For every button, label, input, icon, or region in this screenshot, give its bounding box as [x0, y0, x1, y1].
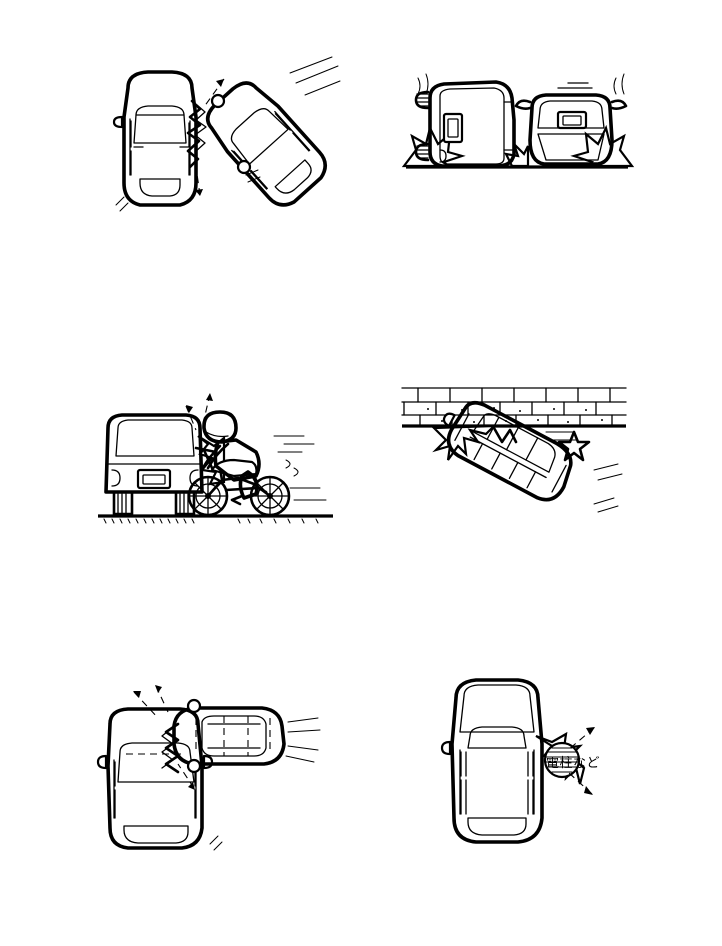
striking-car-overhead — [172, 698, 286, 774]
wheel — [174, 490, 196, 516]
mirror — [202, 754, 214, 770]
struck-car-overhead — [96, 707, 214, 850]
pole-arrow-upper — [567, 727, 595, 751]
panel-head-on-frontal-collision — [400, 62, 635, 187]
impact-crush-zone — [161, 722, 180, 774]
car-overhead — [440, 678, 544, 844]
motion-lines-secondary — [209, 835, 223, 851]
utility-pole — [543, 741, 581, 779]
panel-motorcycle-rear-ends-van — [98, 388, 333, 528]
ground-texture — [103, 518, 319, 524]
bumper-nub — [186, 698, 202, 714]
impact-burst — [431, 424, 497, 461]
motion-lines-secondary — [245, 169, 261, 183]
mirror — [440, 740, 452, 756]
right-car-front-view — [514, 82, 628, 166]
license-plate — [442, 112, 464, 144]
striking-car-overhead — [205, 81, 327, 207]
panel-oblique-front-corner-collision — [100, 55, 341, 240]
wheel — [112, 490, 134, 516]
mirror — [96, 754, 108, 770]
panel-car-into-brick-wall — [398, 380, 628, 530]
impact-arrow-upper — [203, 78, 225, 108]
impact-arrow-right — [201, 393, 213, 429]
impact-arrow-lower — [195, 166, 203, 196]
shake-lines-left — [417, 73, 429, 95]
bumper-nub — [236, 159, 252, 175]
panel-side-impact-t-bone — [96, 678, 323, 853]
pole-arrow-lower — [567, 771, 593, 795]
shake-lines-right — [613, 73, 625, 95]
bumper-nub — [210, 93, 226, 109]
wheel — [414, 142, 430, 162]
impact-arrow-left — [185, 405, 197, 431]
van-rear-view — [104, 413, 204, 516]
left-car-front-view — [414, 80, 516, 168]
motion-lines — [285, 717, 321, 763]
star-glyph — [557, 430, 591, 462]
impact-arrow-a — [133, 691, 159, 719]
impact-arrow-b — [155, 685, 169, 713]
impact-arrow-c — [177, 763, 195, 790]
motorcycle-rider — [202, 410, 261, 506]
struck-car-overhead — [112, 70, 198, 207]
bumper-nub — [186, 758, 202, 774]
brick-texture — [427, 407, 603, 423]
panel-car-into-utility-pole: 電柱など — [440, 672, 640, 852]
car-overhead-angled — [442, 400, 573, 502]
motion-lines — [545, 431, 623, 513]
wheel — [414, 90, 430, 110]
speed-lines — [273, 435, 327, 501]
motion-lines-tertiary — [115, 196, 129, 212]
mirror — [514, 99, 532, 110]
motorcycle — [187, 446, 291, 517]
utility-pole-label: 電柱など — [546, 756, 601, 771]
impact-crush-zone — [186, 99, 207, 169]
motion-lines — [289, 56, 341, 96]
mirror — [610, 99, 628, 110]
